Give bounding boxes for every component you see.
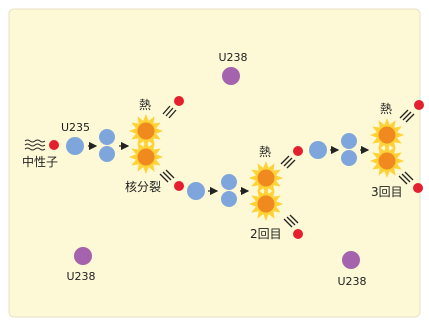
splitting-nucleus-bottom [221,191,237,207]
third-fission-stage: 熱 3回目 [309,100,424,199]
fission-fragment [378,126,396,144]
neutron-dot [414,100,424,110]
splitting-nucleus-top [99,129,115,145]
u238-group-left: U238 [66,247,96,283]
neutron-dot [174,96,184,106]
splitting-nucleus-bottom [99,146,115,162]
u235-label: U235 [61,121,90,134]
u235-atom [309,141,327,159]
neutron-speed-lines [159,169,175,183]
fission-fragment [257,195,275,213]
neutron-speed-lines [399,109,415,123]
fission-fragment [137,148,155,166]
neutron-speed-lines [162,105,177,119]
neutron-dot [413,183,423,193]
first-fission-stage: U235 熱 核分裂 [61,96,184,194]
u238-group-right: U238 [337,251,367,288]
u238-label: U238 [218,51,247,64]
incoming-neutron-group: 中性子 [22,139,59,169]
fission-fragment [257,169,275,187]
neutron-wave-icon [24,139,46,151]
u238-atom [342,251,360,269]
u238-atom [74,247,92,265]
diagram-background [8,8,421,318]
splitting-nucleus-top [221,174,237,190]
neutron-speed-lines [280,155,296,169]
splitting-nucleus-bottom [341,150,357,166]
neutron-dot [49,140,59,150]
fission-fragment [137,122,155,140]
second-stage-label: 2回目 [250,227,282,241]
neutron-label: 中性子 [22,154,58,169]
neutron-speed-lines [283,214,299,228]
heat-label: 熱 [259,145,271,159]
third-stage-label: 3回目 [371,185,403,199]
fission-fragment [378,152,396,170]
fission-label: 核分裂 [125,180,161,194]
heat-label: 熱 [380,102,392,116]
u238-group-top: U238 [218,51,248,85]
splitting-nucleus-top [341,133,357,149]
u238-label: U238 [337,275,366,288]
u238-atom [222,67,240,85]
neutron-dot [293,229,303,239]
heat-label: 熱 [139,98,151,112]
u238-label: U238 [66,270,95,283]
u235-atom [187,182,205,200]
neutron-dot [293,146,303,156]
second-fission-stage: 熱 2回目 [187,145,303,241]
neutron-speed-lines [398,171,414,185]
neutron-dot [174,181,184,191]
u235-atom [66,137,84,155]
